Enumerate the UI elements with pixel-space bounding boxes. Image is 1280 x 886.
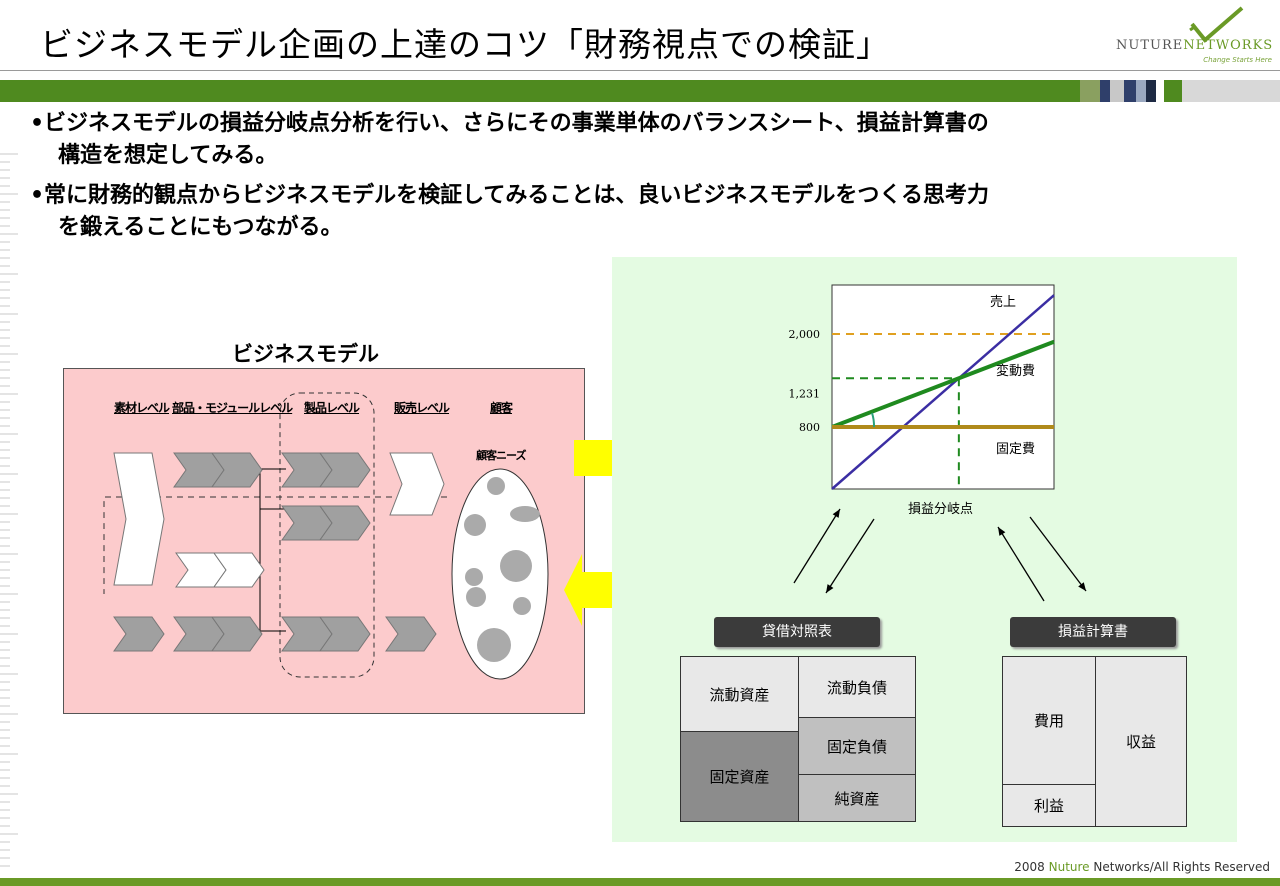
- income-statement-tag: 損益計算書: [1010, 617, 1176, 647]
- series-line-variable: [831, 339, 1055, 429]
- arrow-bs-down: [825, 518, 875, 594]
- bs-current-liabilities: 流動負債: [798, 656, 916, 718]
- need-blob: [487, 477, 505, 495]
- footer-rights: Networks/All Rights Reserved: [1093, 860, 1270, 874]
- y-tick-label: 2,000: [789, 328, 821, 341]
- chevron-shape: [319, 452, 371, 488]
- chevron-shape: [385, 616, 437, 652]
- arrow-bs-up-head: [832, 509, 840, 518]
- arrow-bs-up: [793, 508, 841, 584]
- bs-fixed-liabilities: 固定負債: [798, 717, 916, 775]
- y-tick-label: 1,231: [789, 388, 821, 401]
- chevron-shape: [389, 452, 445, 516]
- need-blob: [477, 628, 511, 662]
- chevron-shape: [113, 452, 165, 586]
- level-label-customer: 顧客: [490, 401, 513, 415]
- bullet-1-line-1: •ビジネスモデルの損益分岐点分析を行い、さらにその事業単体のバランスシート、損益…: [30, 111, 989, 136]
- business-model-panel: 素材レベル 部品・モジュールレベル 製品レベル 販売レベル 顧客 顧客ニーズ: [63, 368, 585, 714]
- left-ruler: [0, 153, 18, 867]
- bs-fixed-assets: 固定資産: [680, 731, 799, 822]
- is-revenue: 収益: [1095, 656, 1187, 827]
- logo-name-part-2: NETWORKS: [1183, 38, 1274, 53]
- company-logo: NUTURENETWORKS Change Starts Here: [1110, 4, 1280, 70]
- chevron-shape: [211, 452, 263, 488]
- series-label-sales: 売上: [990, 294, 1016, 310]
- need-blob: [466, 587, 486, 607]
- page-title: ビジネスモデル企画の上達のコツ「財務視点での検証」: [40, 25, 890, 64]
- breakeven-label: 損益分岐点: [908, 502, 973, 517]
- need-blob: [513, 597, 531, 615]
- footer-brand: Nuture: [1048, 860, 1090, 874]
- series-label-fixed: 固定費: [996, 442, 1035, 457]
- footer-copyright: 2008 Nuture Networks/All Rights Reserved: [1014, 860, 1270, 874]
- need-blob: [465, 568, 483, 586]
- chevron-shape: [319, 505, 371, 541]
- arrow-is-down: [1029, 516, 1087, 592]
- footer-band: [0, 878, 1280, 886]
- need-blob: [510, 506, 540, 522]
- bs-net-assets: 純資産: [798, 774, 916, 822]
- level-label-sales: 販売レベル: [394, 401, 450, 415]
- logo-name-part-1: NUTURE: [1116, 38, 1184, 53]
- series-label-variable: 変動費: [996, 363, 1035, 379]
- angle-arc: [871, 412, 876, 428]
- header-band: [0, 80, 1280, 102]
- level-label-parts: 部品・モジュールレベル: [172, 401, 293, 415]
- chevron-shape: [113, 616, 165, 652]
- is-expenses: 費用: [1002, 656, 1096, 785]
- bullet-1-line-2: 構造を想定してみる。: [58, 143, 278, 168]
- arrow-bs-down-head: [826, 584, 834, 593]
- level-label-product: 製品レベル: [304, 401, 360, 415]
- financial-analysis-panel: 2,000 1,231 800 売上変動費固定費損益分岐点 貸借対照表 損益計算書 流…: [612, 257, 1237, 842]
- customer-needs-label: 顧客ニーズ: [476, 449, 526, 462]
- chevron-layer: [113, 452, 445, 652]
- header-divider: [0, 70, 1280, 71]
- balance-sheet-tag: 貸借対照表: [714, 617, 880, 647]
- level-label-materials: 素材レベル: [114, 401, 170, 415]
- chevron-shape: [213, 552, 265, 588]
- arrow-left-icon: [564, 554, 626, 626]
- checkmark-logo-icon: [1189, 6, 1244, 43]
- chevron-shape: [319, 616, 371, 652]
- arrow-is-up-head: [998, 527, 1006, 536]
- arrow-is-up: [997, 526, 1045, 602]
- logo-name: NUTURENETWORKS: [1116, 38, 1273, 53]
- product-level-frame: [279, 392, 375, 678]
- chart-frame: [831, 284, 1055, 490]
- chevron-shape: [211, 616, 263, 652]
- bs-current-assets: 流動資産: [680, 656, 799, 732]
- series-line-sales: [831, 294, 1055, 490]
- need-blob: [500, 550, 532, 582]
- bullet-2-line-2: を鍛えることにもつながる。: [58, 215, 343, 240]
- need-blob: [464, 514, 486, 536]
- footer-year: 2008: [1014, 860, 1045, 874]
- logo-tagline: Change Starts Here: [1203, 56, 1272, 64]
- business-model-title: ビジネスモデル: [232, 342, 379, 366]
- y-tick-label: 800: [799, 421, 820, 434]
- bullet-2-line-1: •常に財務的観点からビジネスモデルを検証してみることは、良いビジネスモデルをつく…: [30, 183, 989, 208]
- arrow-is-down-head: [1078, 582, 1086, 591]
- is-profit: 利益: [1002, 784, 1096, 827]
